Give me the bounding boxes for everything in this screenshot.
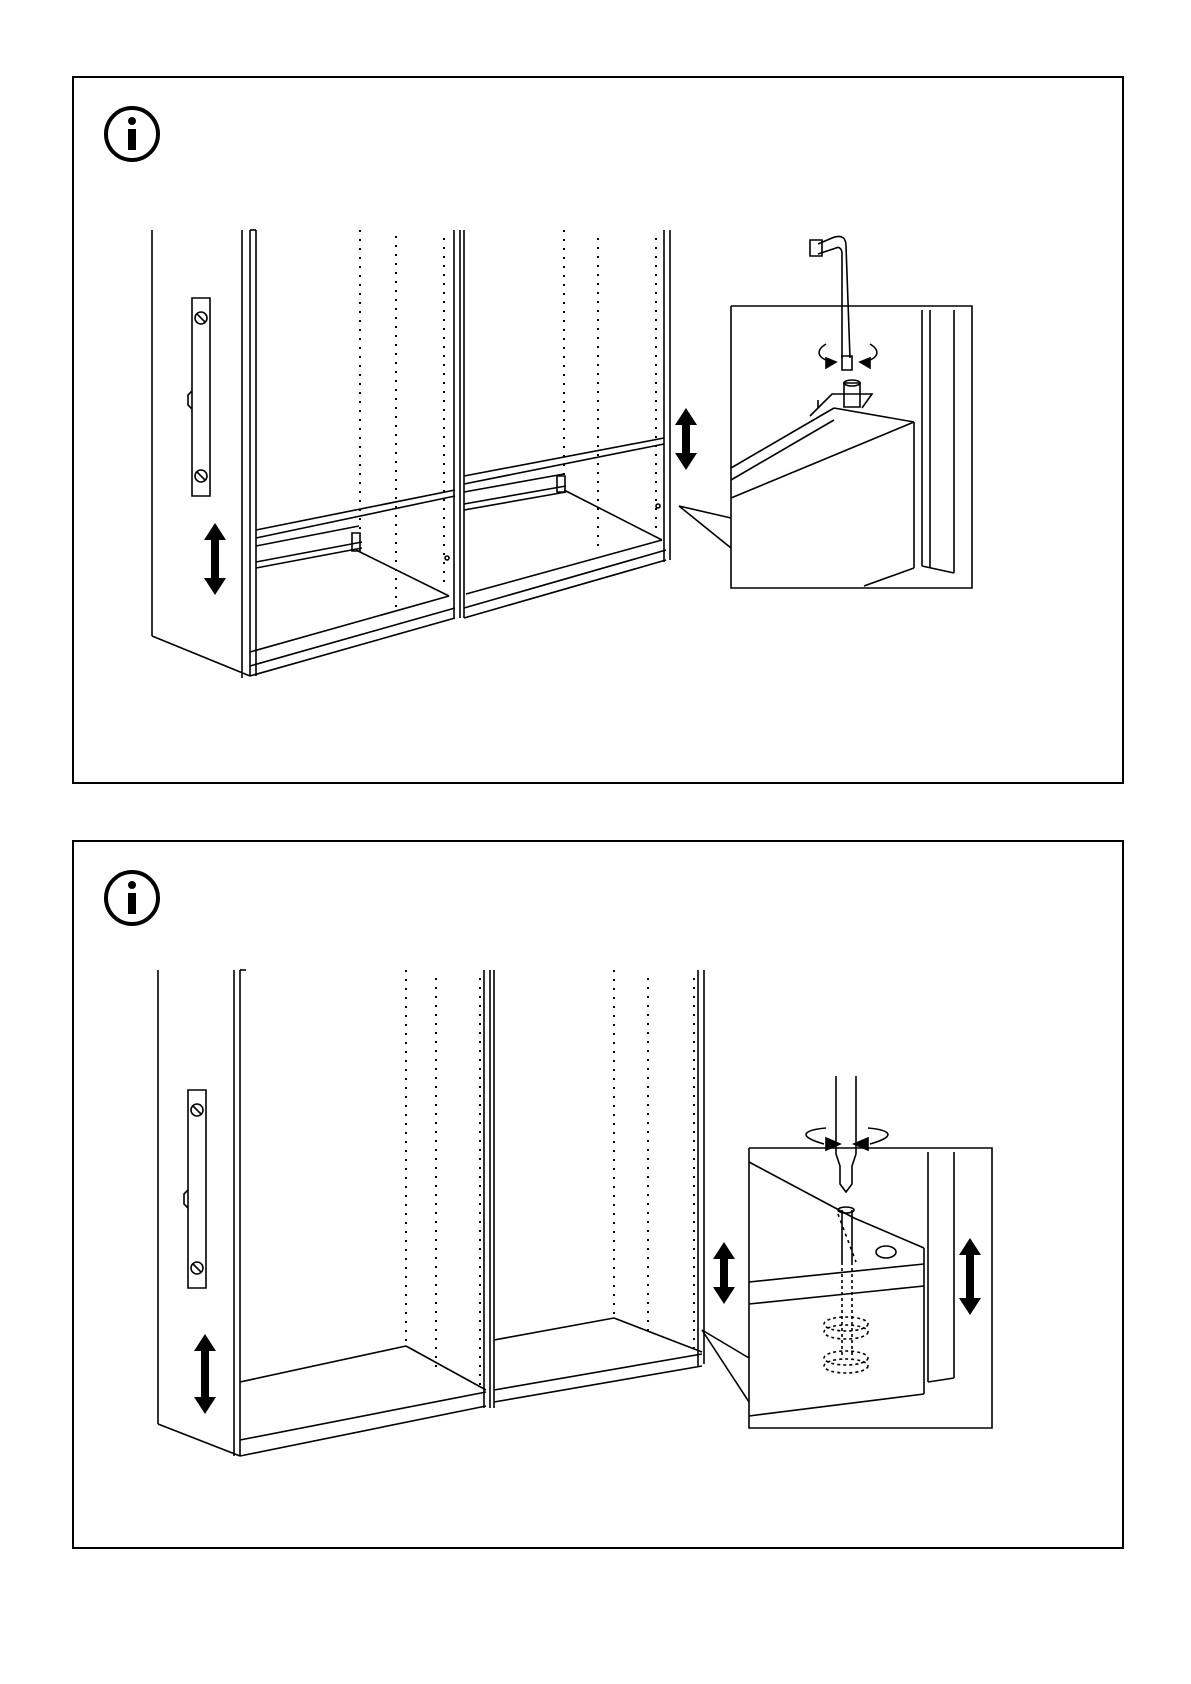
detail-callout-screwdriver: [749, 1148, 992, 1428]
detail-callout-hex-key: [731, 306, 972, 588]
spirit-level-icon: [184, 1090, 206, 1288]
screwdriver-icon: [836, 1076, 856, 1192]
instruction-panel-2: [72, 840, 1124, 1549]
callout-connector: [702, 1330, 749, 1402]
instruction-panel-1: [72, 76, 1124, 784]
wardrobe-frame-left: [240, 970, 494, 1456]
side-panel: [158, 970, 240, 1456]
wardrobe-illustration-2: [74, 842, 1122, 1546]
wardrobe-illustration-1: [74, 78, 1122, 782]
wardrobe-frame-left: [250, 230, 464, 676]
rotate-arrows-icon: [806, 1128, 888, 1150]
adjust-arrow-icon: [204, 408, 697, 595]
spirit-level-icon: [188, 298, 210, 496]
hex-key-icon: [810, 236, 852, 370]
callout-connector: [679, 506, 731, 548]
adjust-arrow-icon: [194, 1238, 981, 1414]
wardrobe-frame-right: [464, 230, 670, 618]
wardrobe-frame-right: [494, 970, 704, 1402]
